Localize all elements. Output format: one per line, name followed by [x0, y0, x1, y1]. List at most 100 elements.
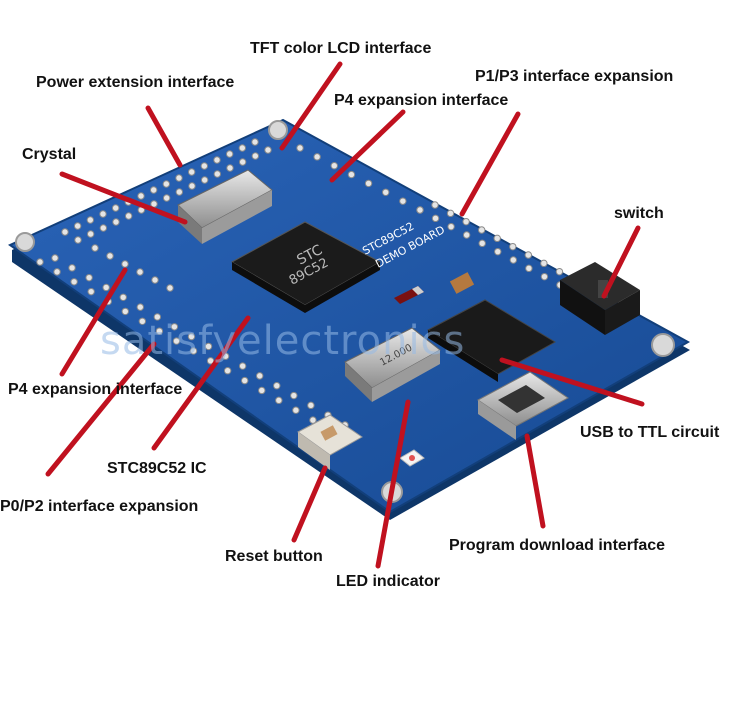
label-crystal: Crystal [22, 146, 77, 163]
header-pin [238, 144, 247, 152]
header-pin [225, 150, 234, 158]
header-pin [162, 194, 171, 202]
header-pin [256, 372, 264, 380]
header-pin [68, 264, 76, 272]
header-pin [555, 267, 564, 276]
header-pin [264, 146, 272, 154]
header-pin [290, 391, 298, 400]
header-pin [477, 226, 486, 234]
header-pin [307, 401, 315, 410]
pointer-line [499, 357, 645, 407]
header-pin [494, 247, 502, 256]
capacitor [449, 272, 475, 294]
header-pin [86, 216, 95, 224]
crystal-lower: 12.000 [344, 327, 441, 402]
header-pin [313, 153, 321, 161]
header-pin [364, 179, 373, 188]
header-pin [155, 327, 164, 335]
header-pin [85, 273, 93, 282]
header-pin [53, 268, 61, 276]
usb-ttl-chip [426, 299, 556, 382]
header-pin [87, 287, 95, 296]
header-pin [275, 396, 283, 405]
header-pin [238, 158, 247, 166]
header-pin [136, 268, 144, 276]
pointer-line [145, 105, 183, 168]
pointer-lines [45, 61, 645, 569]
header-pin [238, 362, 247, 370]
header-pin [36, 258, 44, 266]
header-pin [121, 260, 129, 268]
header-pin [347, 170, 356, 179]
label-tft-lcd-interface: TFT color LCD interface [250, 40, 432, 57]
label-power-extension: Power extension interface [36, 74, 235, 91]
header-pin [73, 222, 82, 230]
header-pin [86, 230, 95, 238]
header-pin [478, 239, 486, 248]
header-pin [187, 168, 196, 176]
header-pin [121, 307, 129, 316]
header-pin [106, 252, 114, 260]
header-pin [309, 416, 317, 424]
label-program-download: Program download interface [449, 537, 666, 554]
header-pin [447, 222, 455, 231]
header-pin [525, 264, 533, 273]
header-pin [258, 386, 266, 395]
led-component [399, 449, 425, 467]
header-pin [204, 342, 213, 351]
micro-usb-port [477, 371, 569, 440]
mount-hole [268, 120, 288, 140]
header-pin [102, 283, 110, 292]
header-pin [51, 254, 59, 262]
header-pin [399, 197, 407, 205]
pointer-line [459, 111, 521, 217]
pointer-line [279, 61, 343, 151]
label-usb-ttl: USB to TTL circuit [580, 424, 720, 441]
header-pin [206, 357, 215, 365]
header-pin [200, 162, 209, 170]
header-pin [138, 317, 147, 325]
diode [394, 286, 424, 304]
header-pin [431, 214, 440, 223]
pointer-line [329, 109, 406, 183]
header-pin [509, 242, 517, 251]
header-pin [462, 231, 471, 239]
label-p0p2-expansion: P0/P2 interface expansion [0, 498, 199, 515]
pointer-line [375, 399, 411, 569]
header-pin [99, 224, 108, 232]
label-reset-button: Reset button [225, 548, 323, 565]
label-p1p3-expansion: P1/P3 interface expansion [475, 68, 674, 85]
header-pin [273, 382, 281, 390]
pointer-line [59, 171, 188, 225]
pointer-line [601, 225, 641, 299]
header-pin [70, 278, 78, 286]
header-pin [111, 204, 120, 212]
pointer-line [291, 465, 328, 543]
header-pin [187, 332, 196, 341]
header-pin [175, 174, 183, 182]
header-pin [166, 284, 174, 292]
header-pin [540, 272, 549, 281]
header-pin [175, 188, 184, 196]
slide-switch [560, 262, 640, 335]
header-pin [292, 406, 300, 414]
pointer-line [59, 267, 128, 377]
header-pin [172, 337, 181, 345]
header-pin [493, 234, 501, 243]
pointer-line [524, 433, 546, 529]
header-pin [251, 138, 259, 146]
reset-button-component [297, 414, 363, 470]
header-pin [74, 236, 82, 244]
header-pin [524, 251, 533, 259]
header-pin [446, 209, 455, 218]
header-pins [36, 138, 579, 434]
header-pin [136, 303, 144, 311]
header-pin [162, 180, 171, 188]
mcu-chip: STC 89C52 [230, 221, 382, 313]
header-pin [241, 376, 249, 385]
header-pin [170, 323, 179, 331]
label-switch: switch [614, 205, 664, 222]
label-stc89c52: STC89C52 IC [107, 460, 207, 477]
header-pin [153, 313, 162, 321]
